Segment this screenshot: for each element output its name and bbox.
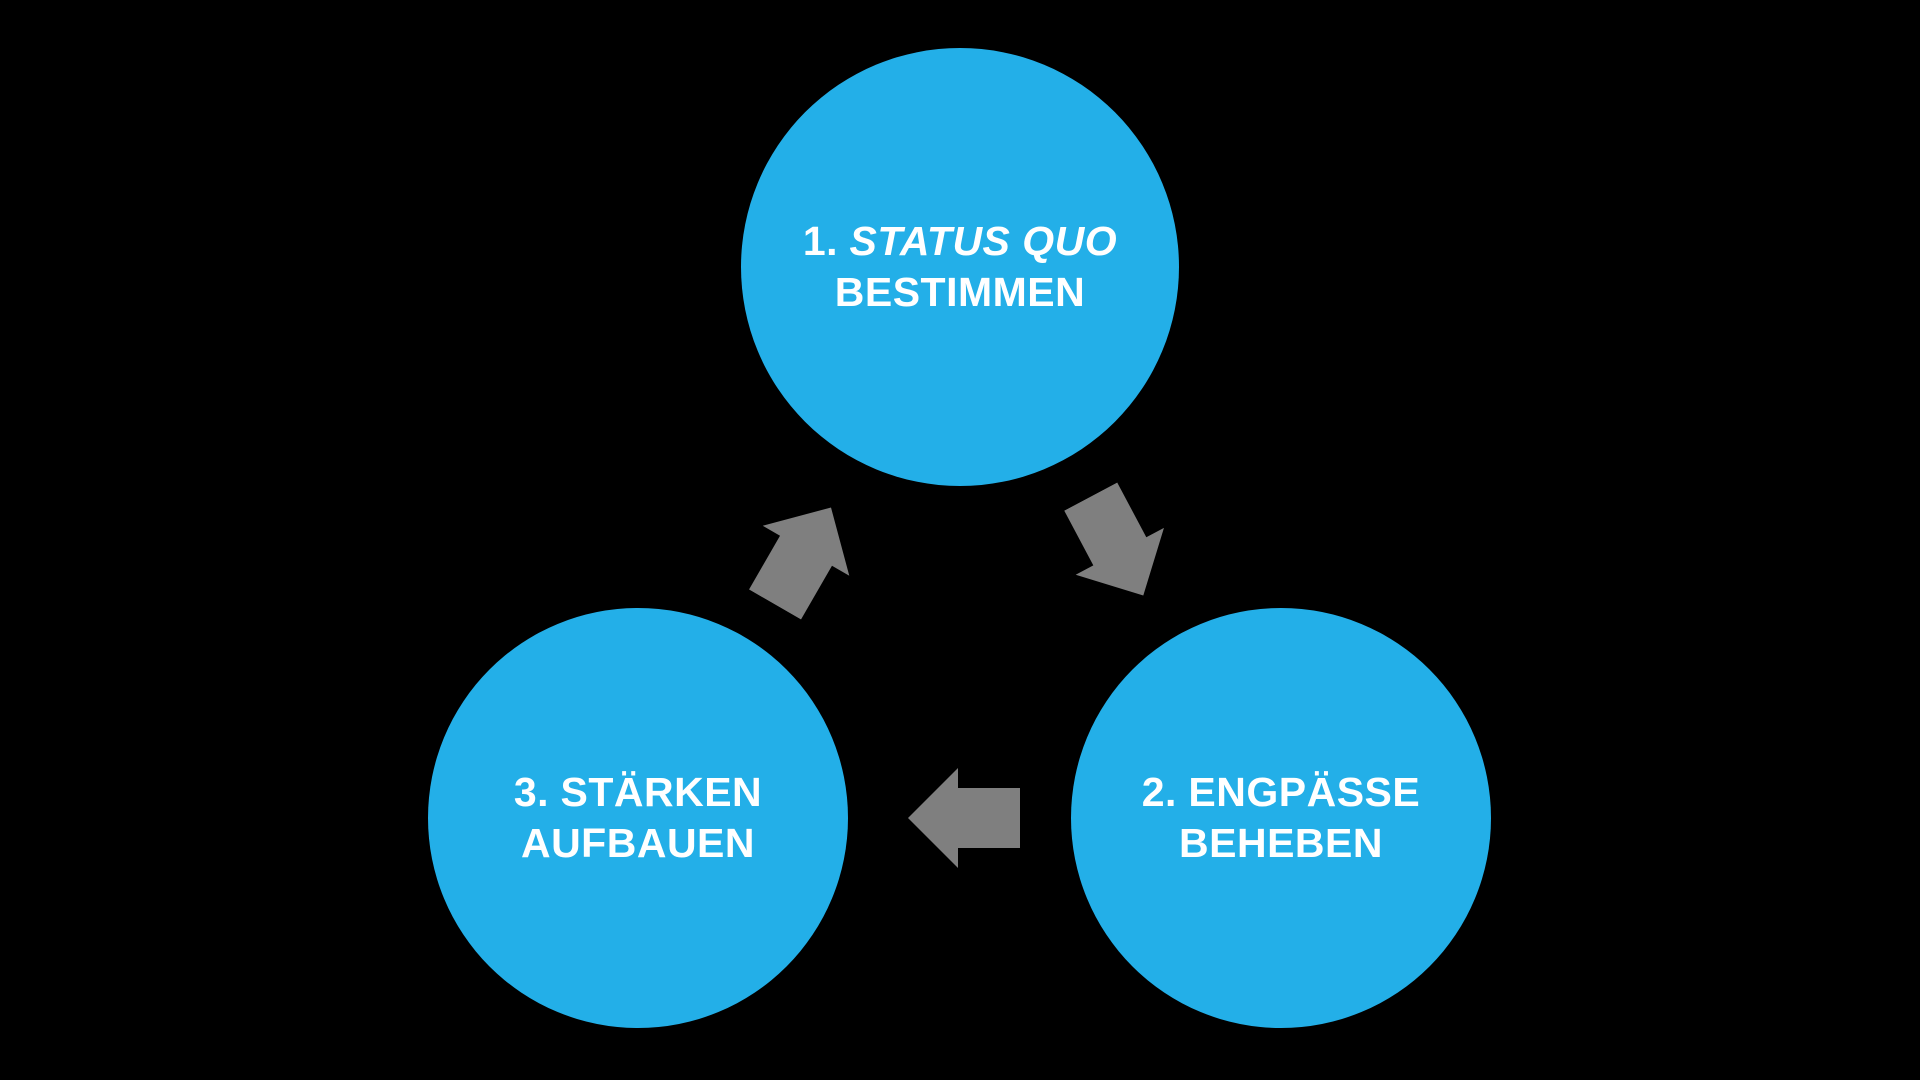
block-arrow-down-right-icon	[1064, 482, 1164, 596]
step-circle-1: 1.STATUS QUO BESTIMMEN	[741, 48, 1179, 486]
step-2-title: ENGPÄSSE	[1188, 769, 1421, 815]
step-3-line-1: 3.STÄRKEN	[514, 767, 762, 818]
step-3-number: 3.	[513, 769, 550, 815]
step-3-title: STÄRKEN	[560, 769, 763, 815]
block-arrow-up-right-icon	[749, 507, 850, 620]
step-3-line-2: AUFBAUEN	[520, 820, 756, 866]
step-circle-3: 3.STÄRKEN AUFBAUEN	[428, 608, 848, 1028]
block-arrow-left-icon	[908, 768, 1020, 868]
step-2-line-1: 2.ENGPÄSSE	[1142, 767, 1421, 818]
step-2-number: 2.	[1141, 769, 1177, 815]
step-1-title: STATUS QUO	[849, 218, 1118, 264]
step-circle-2: 2.ENGPÄSSE BEHEBEN	[1071, 608, 1491, 1028]
step-1-number: 1.	[802, 218, 839, 264]
step-1-line-1: 1.STATUS QUO	[803, 216, 1117, 267]
step-2-line-2: BEHEBEN	[1179, 820, 1383, 866]
step-1-line-2: BESTIMMEN	[834, 269, 1086, 315]
